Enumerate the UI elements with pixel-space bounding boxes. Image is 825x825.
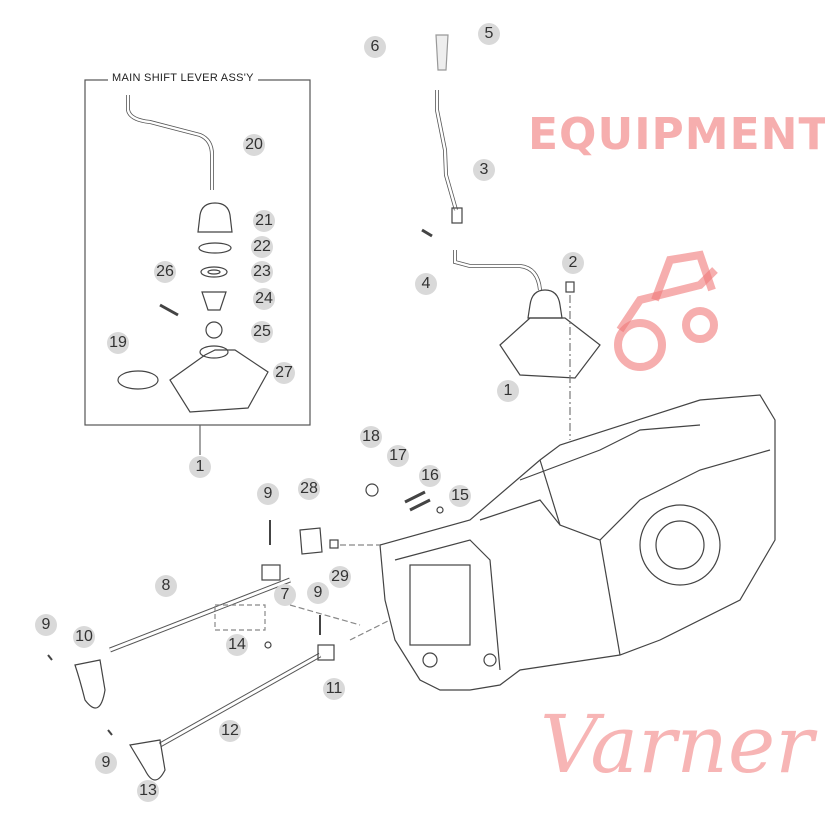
callout-part-22[interactable]: 22 <box>251 236 273 258</box>
knob <box>435 34 449 71</box>
callout-part-24[interactable]: 24 <box>253 288 275 310</box>
callout-part-18[interactable]: 18 <box>360 426 382 448</box>
lever-case <box>169 349 269 413</box>
callout-part-26[interactable]: 26 <box>154 261 176 283</box>
lever-rod <box>126 95 214 190</box>
callout-part-3[interactable]: 3 <box>473 159 495 181</box>
callout-part-11[interactable]: 11 <box>323 678 345 700</box>
subassembly-title: MAIN SHIFT LEVER ASS'Y <box>108 72 258 84</box>
callout-part-20[interactable]: 20 <box>243 134 265 156</box>
callout-part-7[interactable]: 7 <box>274 584 296 606</box>
fork-10 <box>74 659 106 709</box>
callout-part-16[interactable]: 16 <box>419 465 441 487</box>
callout-part-14[interactable]: 14 <box>226 634 248 656</box>
callout-part-27[interactable]: 27 <box>273 362 295 384</box>
callout-part-13[interactable]: 13 <box>137 780 159 802</box>
spring-seat <box>201 291 227 311</box>
callout-part-5[interactable]: 5 <box>478 23 500 45</box>
callout-part-9[interactable]: 9 <box>35 614 57 636</box>
callout-part-10[interactable]: 10 <box>73 626 95 648</box>
callout-part-6[interactable]: 6 <box>364 36 386 58</box>
band <box>117 370 159 390</box>
callout-part-23[interactable]: 23 <box>251 261 273 283</box>
callout-part-1[interactable]: 1 <box>497 380 519 402</box>
callout-part-15[interactable]: 15 <box>449 485 471 507</box>
bracket-28 <box>299 527 323 555</box>
detent-18 <box>365 483 379 497</box>
fork-13 <box>129 739 166 781</box>
callout-part-9[interactable]: 9 <box>95 752 117 774</box>
snap-ring <box>198 242 232 254</box>
callout-part-9[interactable]: 9 <box>307 582 329 604</box>
callout-part-12[interactable]: 12 <box>219 720 241 742</box>
lever-case-installed <box>499 317 601 379</box>
transmission-housing <box>379 394 776 691</box>
callout-part-21[interactable]: 21 <box>253 210 275 232</box>
callout-part-28[interactable]: 28 <box>298 478 320 500</box>
callout-part-29[interactable]: 29 <box>329 566 351 588</box>
shift-arm-11 <box>317 644 335 661</box>
callout-part-1[interactable]: 1 <box>189 456 211 478</box>
shift-arm-7 <box>261 564 281 581</box>
callout-part-9[interactable]: 9 <box>257 483 279 505</box>
callout-part-25[interactable]: 25 <box>251 321 273 343</box>
callout-part-4[interactable]: 4 <box>415 273 437 295</box>
boot <box>197 202 233 233</box>
callout-part-2[interactable]: 2 <box>562 252 584 274</box>
callout-part-19[interactable]: 19 <box>107 332 129 354</box>
callout-part-8[interactable]: 8 <box>155 575 177 597</box>
callout-part-17[interactable]: 17 <box>387 445 409 467</box>
